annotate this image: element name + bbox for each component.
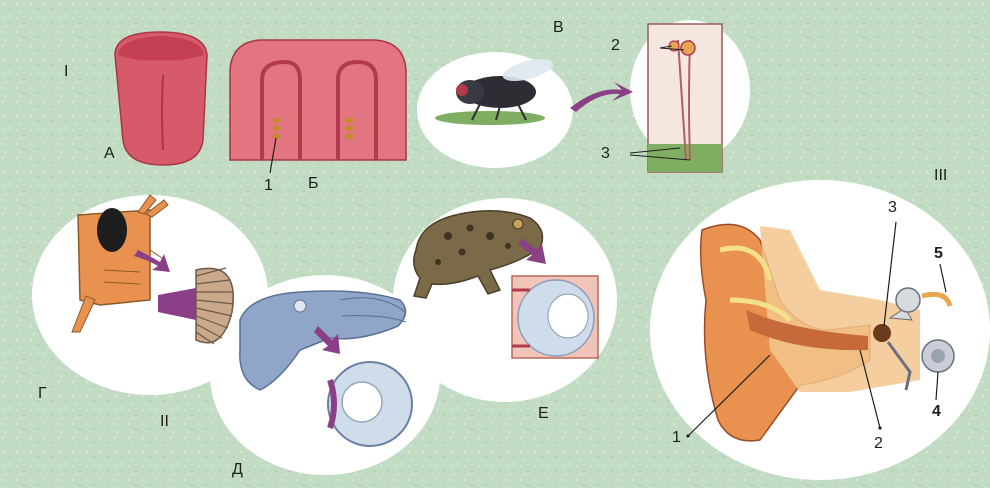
frog-eye-icon (512, 276, 598, 358)
section-II-label: II (160, 414, 169, 430)
label-III-5: 5 (934, 246, 943, 262)
label-E: Е (538, 406, 549, 422)
label-III-4: 4 (932, 404, 941, 420)
label-G: Г (38, 386, 47, 402)
label-A: А (104, 146, 115, 162)
tongue-section-icon (230, 40, 406, 173)
cephalopod-eye-icon (328, 362, 412, 446)
label-V: В (553, 20, 564, 36)
tongue-icon (115, 32, 207, 165)
section-III-label: III (934, 168, 947, 184)
label-I-3: 3 (601, 146, 610, 162)
label-III-3: 3 (888, 200, 897, 216)
label-III-1: 1 (672, 430, 681, 446)
label-III-2: 2 (874, 436, 883, 452)
label-I-1: 1 (264, 178, 273, 194)
section-I-label: I (64, 64, 68, 80)
label-D: Д (232, 462, 243, 478)
label-B: Б (308, 176, 319, 192)
label-I-2: 2 (611, 38, 620, 54)
